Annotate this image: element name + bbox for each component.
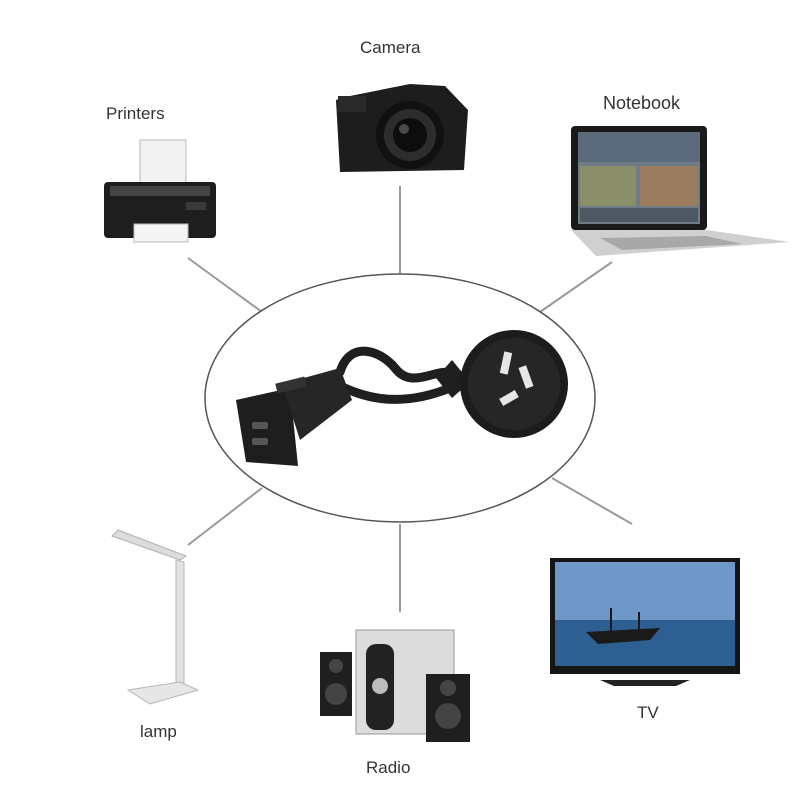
notebook-image xyxy=(571,126,790,256)
label-camera: Camera xyxy=(360,38,421,57)
label-notebook: Notebook xyxy=(603,93,681,113)
line-notebook xyxy=(539,261,613,313)
label-printers: Printers xyxy=(106,104,165,123)
power-adapter-cable xyxy=(236,330,568,466)
line-printers xyxy=(187,257,263,313)
connector-lines xyxy=(187,186,633,612)
radio-image xyxy=(320,629,470,742)
tv-image xyxy=(550,558,740,686)
label-lamp: lamp xyxy=(140,722,177,741)
label-radio: Radio xyxy=(366,758,411,777)
line-lamp xyxy=(187,487,263,546)
camera-image xyxy=(336,84,468,172)
label-tv: TV xyxy=(637,703,659,722)
line-tv xyxy=(551,477,633,525)
lamp-image xyxy=(111,529,200,705)
printer-image xyxy=(104,139,216,243)
